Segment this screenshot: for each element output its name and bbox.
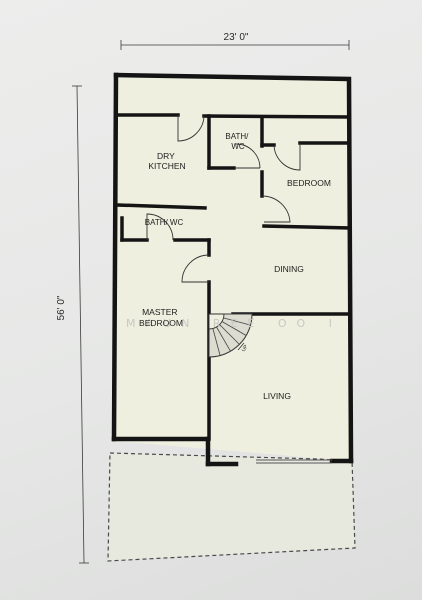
house-floor <box>113 75 351 461</box>
length-dimension-label: 56' 0" <box>56 295 67 320</box>
sliding-door <box>256 459 332 464</box>
master-bedroom-label: MASTER BEDROOM <box>139 307 183 328</box>
bedroom-door-swing <box>273 143 301 171</box>
door-swings <box>146 115 301 283</box>
exterior-walls <box>111 72 354 467</box>
length-dimension <box>72 85 89 564</box>
dry-kitchen-label: DRY KITCHEN <box>148 151 185 171</box>
width-dimension <box>120 40 350 50</box>
stair-up-label: UP <box>241 343 250 353</box>
living-label: LIVING <box>263 391 291 401</box>
hall-door-swing <box>261 195 291 223</box>
kitchen-door-swing <box>177 115 205 142</box>
staircase <box>208 313 253 358</box>
dining-label: DINING <box>274 264 304 274</box>
width-dimension-label: 23' 0" <box>224 32 249 43</box>
front-yard <box>107 452 356 562</box>
bedroom-label: BEDROOM <box>287 178 331 188</box>
watermark: MAUN REE OO I <box>126 317 342 330</box>
bath-wc-master-label: BATH/ WC <box>145 218 184 227</box>
bath-wc-top-label: BATH/ WC <box>225 132 250 151</box>
master-door-swing <box>181 254 210 283</box>
room-labels: DRY KITCHEN BATH/ WC BEDROOM BATH/ WC DI… <box>139 132 331 401</box>
master-bath-door-swing <box>146 213 174 241</box>
interior-walls <box>114 113 351 441</box>
bath-door-swing <box>235 143 261 169</box>
